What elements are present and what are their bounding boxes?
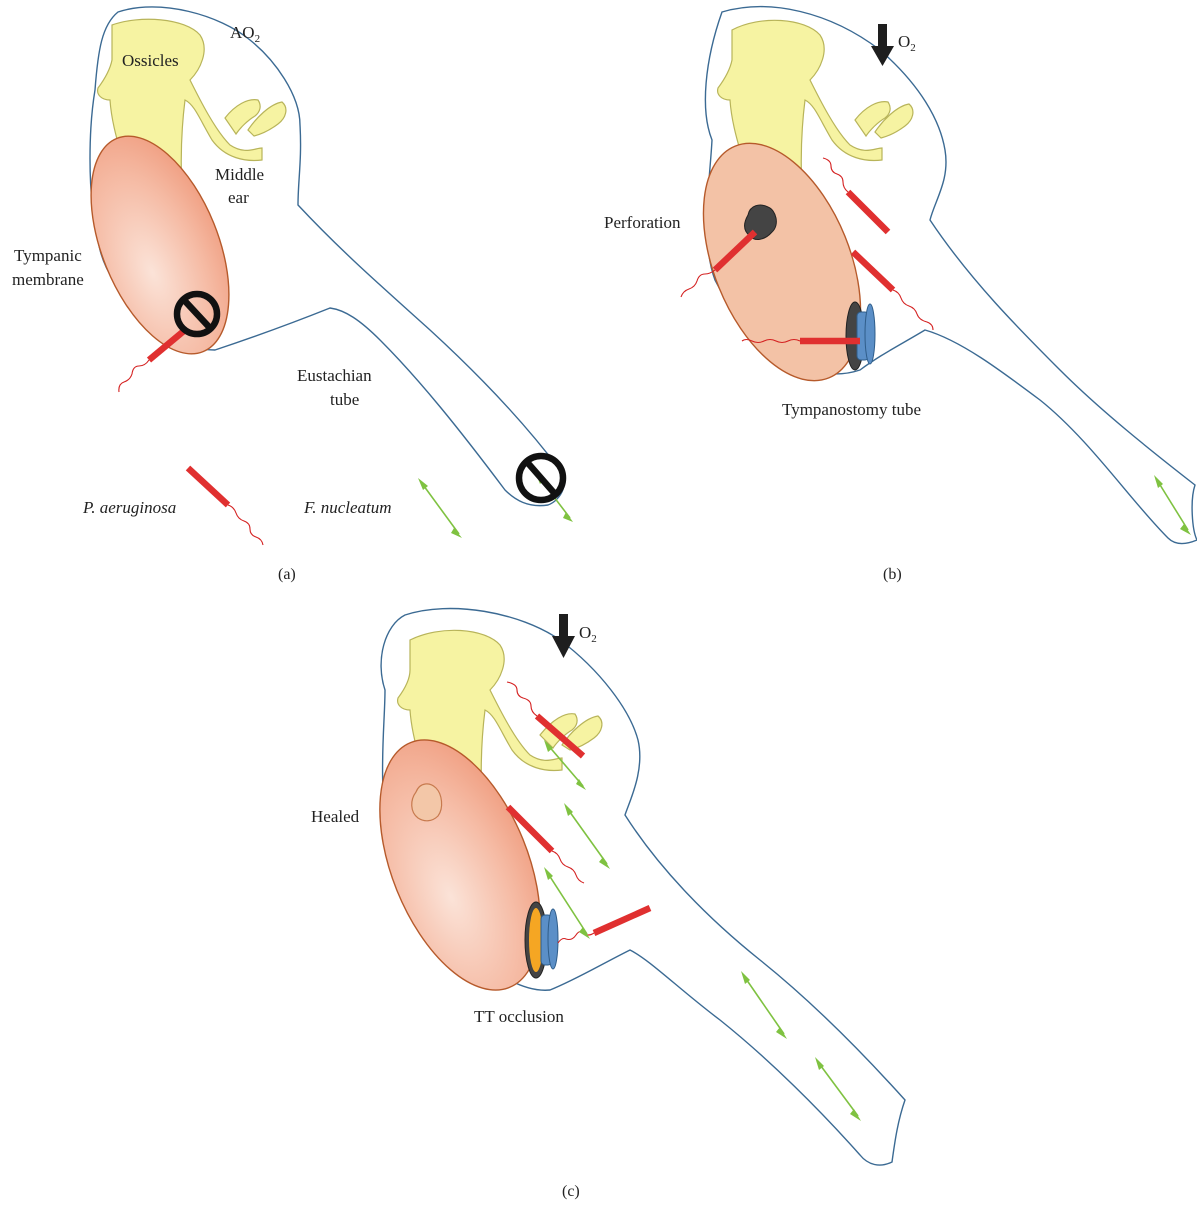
tt-occlusion-label: TT occlusion — [474, 1007, 564, 1026]
perforation-label: Perforation — [604, 213, 681, 232]
tympanostomy-tube-icon — [846, 302, 875, 370]
caption-a: (a) — [278, 566, 296, 583]
tympanostomy-label: Tympanostomy tube — [782, 400, 921, 419]
eustachian-label-2: tube — [330, 390, 359, 409]
panel-c: O2 Healed TT occlusion (c) — [311, 608, 905, 1200]
ossicles-label: Ossicles — [122, 51, 179, 70]
ao2-label: AO2 — [230, 23, 260, 45]
caption-c: (c) — [562, 1183, 580, 1200]
legend-p-aeruginosa-label: P. aeruginosa — [82, 498, 176, 517]
eustachian-label-1: Eustachian — [297, 366, 372, 385]
tympanostomy-tube-icon — [525, 902, 558, 978]
tympanic-label-1: Tympanic — [14, 246, 82, 265]
middle-ear-label-2: ear — [228, 188, 249, 207]
panel-a: Ossicles AO2 Middle ear Tympanic membran… — [12, 7, 573, 583]
o2-label: O2 — [898, 32, 916, 54]
tympanic-label-2: membrane — [12, 270, 84, 289]
o2-label: O2 — [579, 623, 597, 645]
panel-b: O2 Perforation Tympanostomy tube (b) — [604, 7, 1197, 583]
legend-f-nucleatum-label: F. nucleatum — [303, 498, 392, 517]
caption-b: (b) — [883, 566, 902, 583]
p-aeruginosa-bacterium — [119, 330, 185, 392]
legend-f-nucleatum-swatch — [418, 478, 462, 538]
legend-p-aeruginosa-swatch — [188, 468, 263, 545]
middle-ear-label-1: Middle — [215, 165, 264, 184]
healed-label: Healed — [311, 807, 360, 826]
